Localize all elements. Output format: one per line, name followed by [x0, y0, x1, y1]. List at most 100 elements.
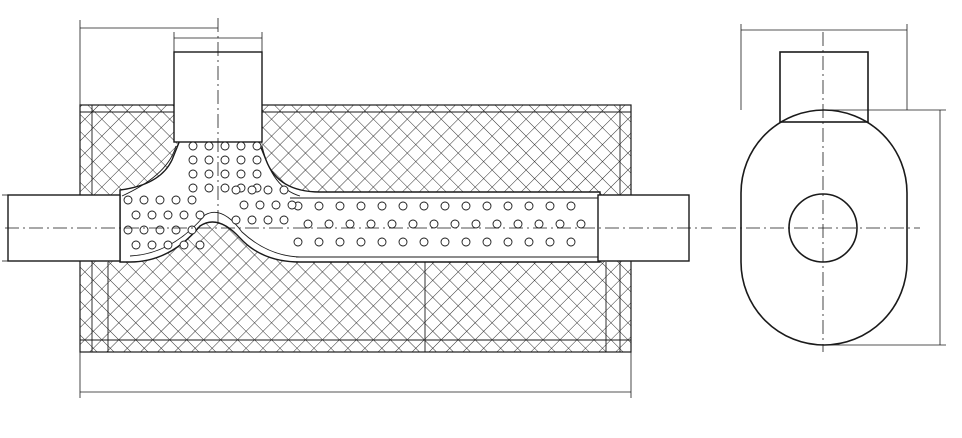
- perforation-hole: [513, 219, 523, 229]
- pipe-inner-right-curve: [261, 145, 301, 197]
- perforation-hole: [239, 200, 249, 210]
- perforation-hole: [419, 237, 429, 247]
- perforation-hole: [287, 200, 297, 210]
- perforation-hole: [231, 215, 241, 225]
- perforation-hole: [171, 195, 181, 205]
- perforation-hole: [555, 219, 565, 229]
- perforation-hole: [139, 225, 149, 235]
- perforation-hole: [314, 237, 324, 247]
- perforation-hole: [195, 210, 205, 220]
- perforation-hole: [461, 237, 471, 247]
- perforation-hole: [147, 210, 157, 220]
- perforation-hole: [503, 237, 513, 247]
- perforation-hole: [482, 237, 492, 247]
- perforation-hole: [419, 201, 429, 211]
- perforation-hole: [163, 240, 173, 250]
- perforation-hole: [335, 237, 345, 247]
- perforation-hole: [220, 141, 230, 151]
- perforation-hole: [188, 141, 198, 151]
- perforation-hole: [398, 201, 408, 211]
- perforation-hole: [524, 201, 534, 211]
- perforation-hole: [123, 225, 133, 235]
- perforation-hole: [314, 201, 324, 211]
- perforation-hole: [377, 237, 387, 247]
- perforation-hole: [187, 225, 197, 235]
- perforation-hole: [408, 219, 418, 229]
- perforation-hole: [503, 201, 513, 211]
- perforation-hole: [139, 195, 149, 205]
- perforation-hole: [545, 201, 555, 211]
- perforation-hole: [263, 185, 273, 195]
- perforation-hole: [356, 237, 366, 247]
- perforation-hole: [131, 210, 141, 220]
- perforation-hole: [204, 141, 214, 151]
- perforation-hole: [163, 210, 173, 220]
- perforation-hole: [293, 237, 303, 247]
- perforation-hole: [187, 195, 197, 205]
- perforation-hole: [303, 219, 313, 229]
- perforation-hole: [566, 237, 576, 247]
- perforation-hole: [220, 169, 230, 179]
- perforation-hole: [155, 195, 165, 205]
- perforation-hole: [450, 219, 460, 229]
- end-view: [722, 24, 946, 352]
- perforation-hole: [366, 219, 376, 229]
- perforation-hole: [155, 225, 165, 235]
- perforation-hole: [204, 155, 214, 165]
- perforation-hole: [247, 215, 257, 225]
- perforation-hole: [195, 240, 205, 250]
- perforation-hole: [236, 155, 246, 165]
- perforation-hole: [171, 225, 181, 235]
- inlet-stub: [779, 51, 869, 123]
- perforation-hole: [279, 185, 289, 195]
- oval-shell: [740, 109, 908, 346]
- perforation-hole: [123, 195, 133, 205]
- perforation-hole: [247, 185, 257, 195]
- perforation-hole: [255, 200, 265, 210]
- perforation-hole: [236, 169, 246, 179]
- perforation-hole: [524, 237, 534, 247]
- side-section-view: [2, 18, 712, 398]
- perforation-hole: [440, 237, 450, 247]
- perforation-hole: [188, 155, 198, 165]
- perforation-hole: [236, 141, 246, 151]
- perforation-hole: [471, 219, 481, 229]
- perforation-hole: [545, 237, 555, 247]
- perforation-hole: [492, 219, 502, 229]
- perforation-hole: [131, 240, 141, 250]
- end-dimension-lines: [740, 24, 946, 346]
- perforation-hole: [534, 219, 544, 229]
- perforation-hole: [220, 155, 230, 165]
- perforation-hole: [461, 201, 471, 211]
- perforation-hole: [377, 201, 387, 211]
- perforation-hole: [231, 185, 241, 195]
- perforation-hole: [179, 240, 189, 250]
- perforation-hole: [440, 201, 450, 211]
- perforation-hole: [398, 237, 408, 247]
- perforation-hole: [387, 219, 397, 229]
- perforation-hole: [279, 215, 289, 225]
- perforation-hole: [204, 169, 214, 179]
- perforation-holes: [123, 141, 586, 250]
- perforation-hole: [188, 169, 198, 179]
- perforation-hole: [252, 169, 262, 179]
- perforation-hole: [335, 201, 345, 211]
- perforation-hole: [179, 210, 189, 220]
- perforation-hole: [482, 201, 492, 211]
- perforation-hole: [356, 201, 366, 211]
- perforation-hole: [271, 200, 281, 210]
- perforation-hole: [147, 240, 157, 250]
- perforation-hole: [204, 183, 214, 193]
- perforation-hole: [252, 141, 262, 151]
- perforation-hole: [324, 219, 334, 229]
- dimension-lines: [2, 20, 632, 398]
- perforation-hole: [576, 219, 586, 229]
- perforation-hole: [188, 183, 198, 193]
- perforation-hole: [345, 219, 355, 229]
- perforation-hole: [429, 219, 439, 229]
- perforation-hole: [263, 215, 273, 225]
- perforation-hole: [220, 183, 230, 193]
- pipe-inner-left-curve: [121, 145, 177, 197]
- perforation-hole: [566, 201, 576, 211]
